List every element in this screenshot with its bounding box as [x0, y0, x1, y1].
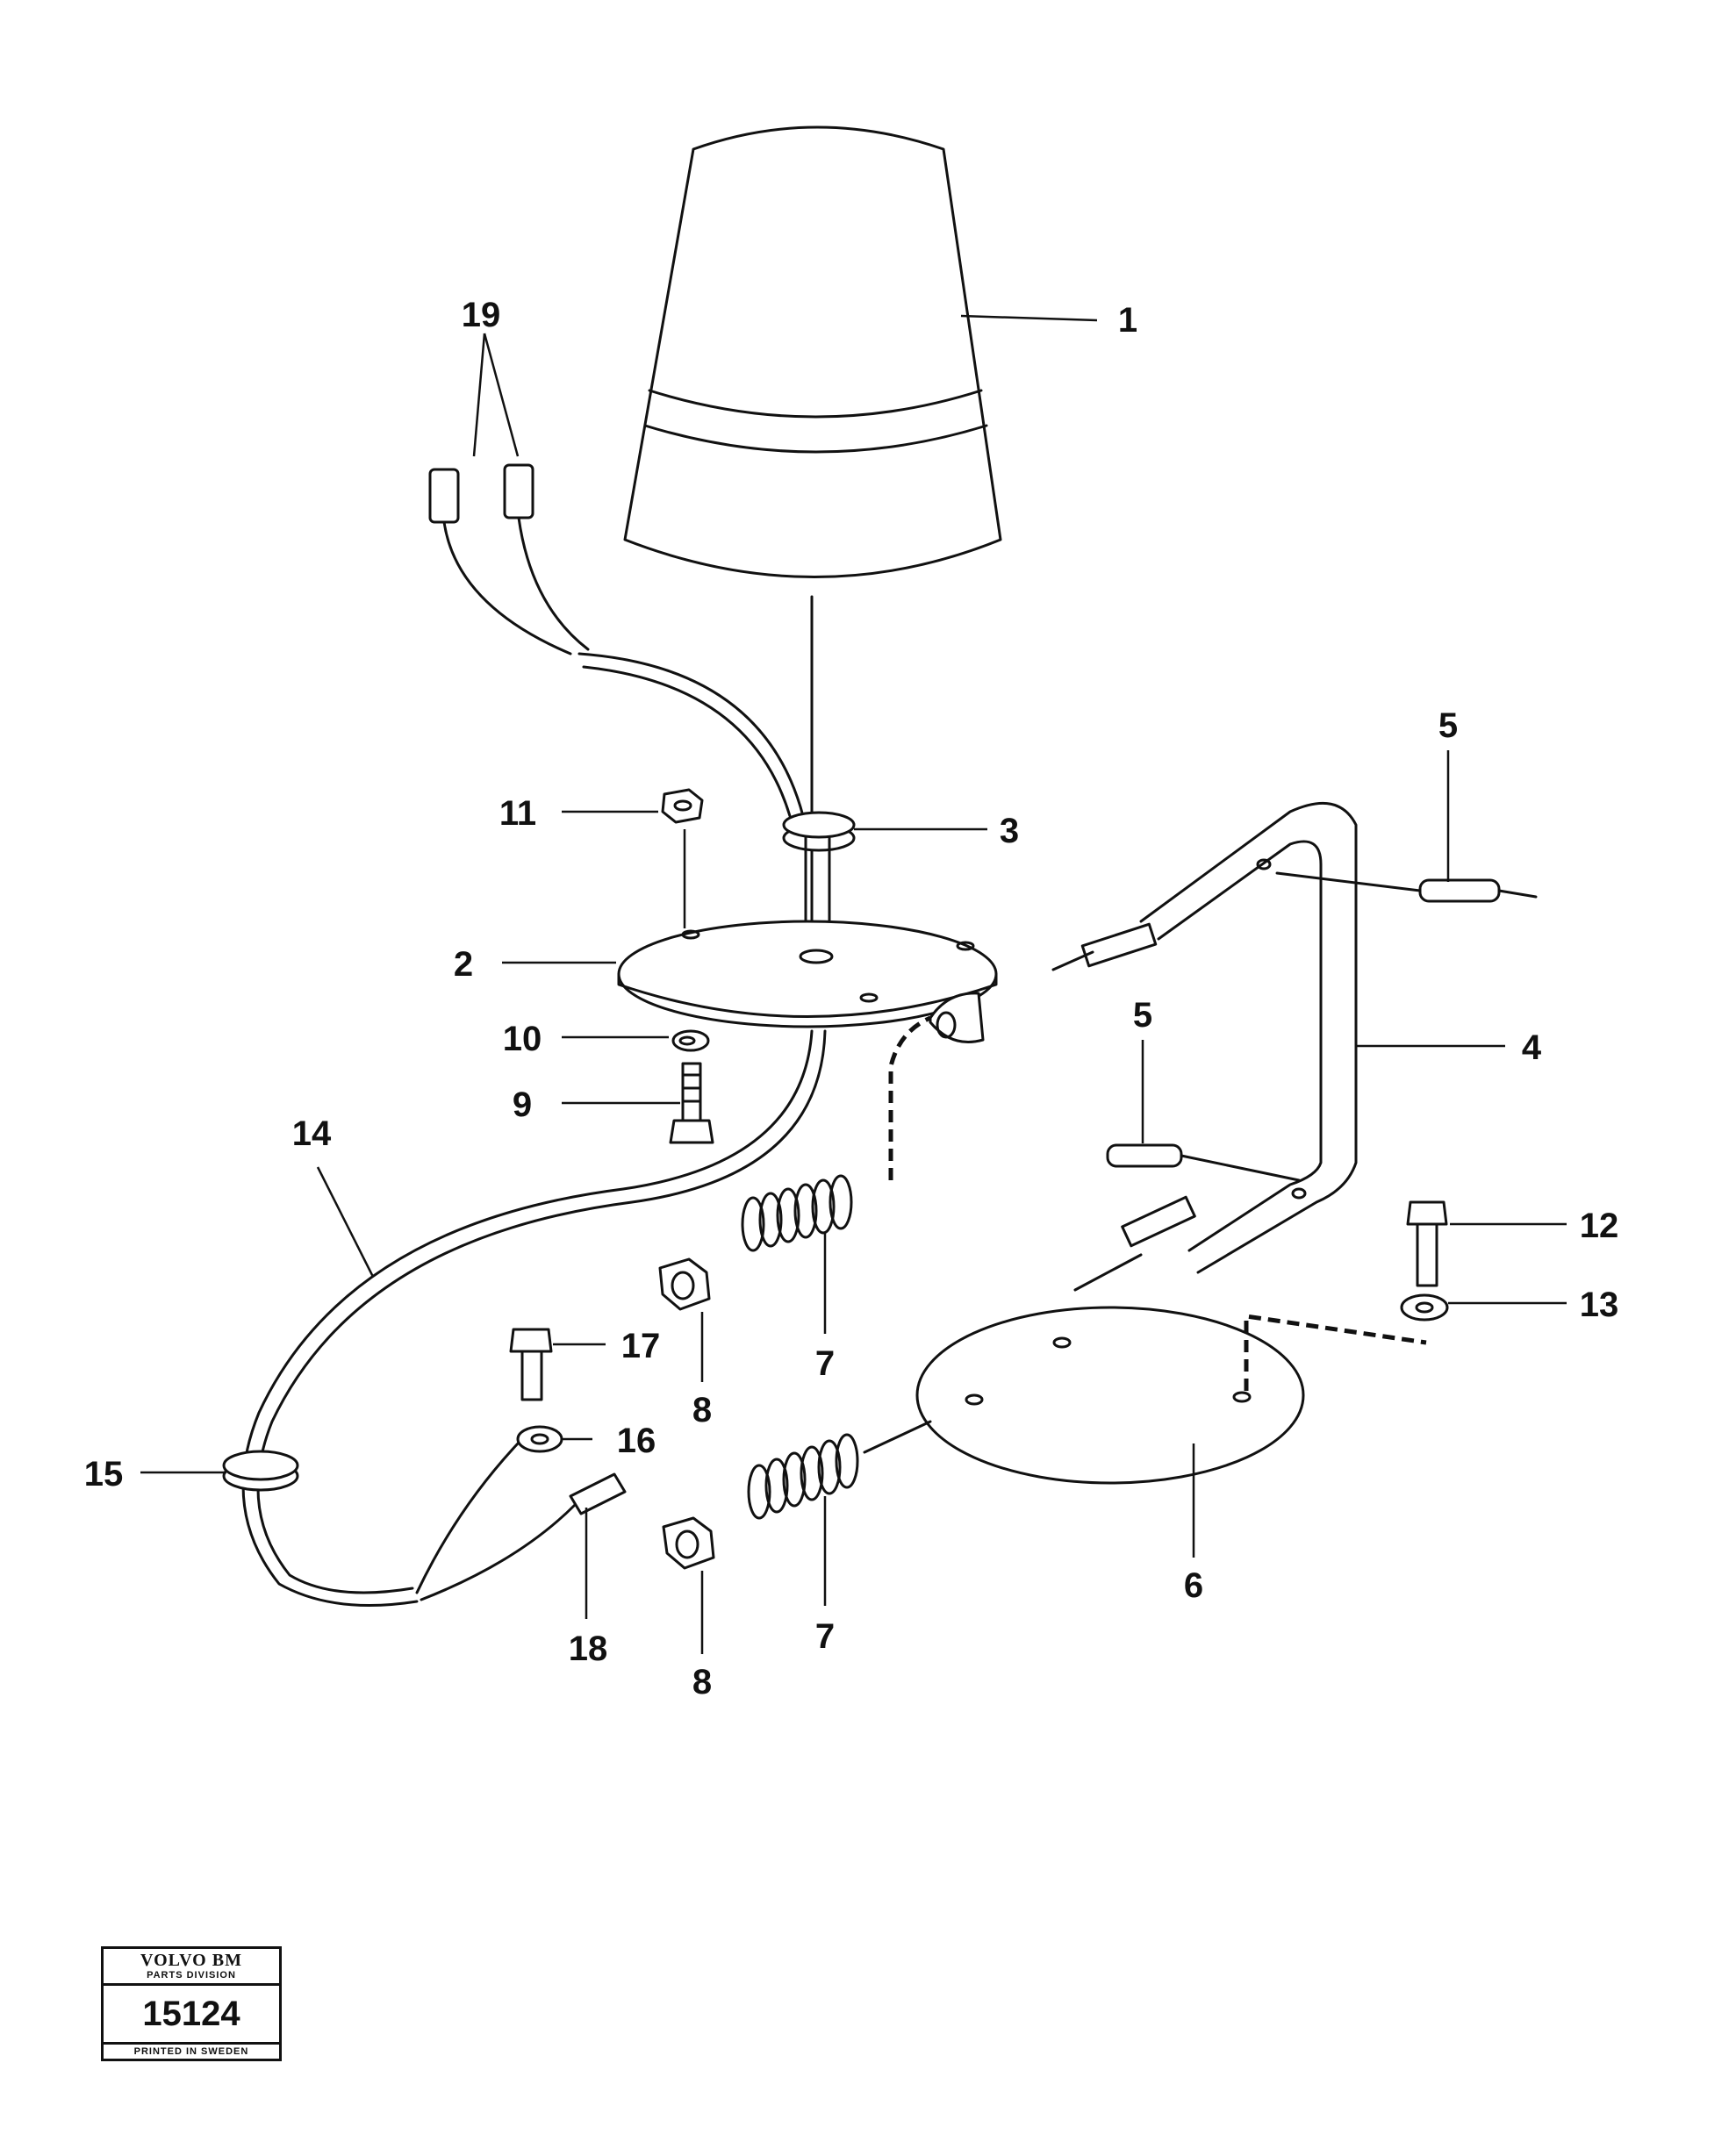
mounting-bracket	[1051, 801, 1358, 1292]
callout-15: 15	[84, 1455, 124, 1494]
ground-lead	[415, 1328, 627, 1601]
callout-5-lower: 5	[1133, 996, 1152, 1035]
nut-upper	[658, 1257, 711, 1311]
stamp-brand: VOLVO BM	[140, 1951, 242, 1970]
callout-7-lower: 7	[815, 1617, 835, 1656]
callout-3: 3	[1000, 812, 1019, 850]
leader-lines	[140, 314, 1567, 1654]
hex-nut-small	[661, 788, 704, 928]
grommet	[782, 811, 856, 958]
callout-6: 6	[1184, 1566, 1203, 1605]
callout-4: 4	[1522, 1028, 1542, 1067]
pin-lower	[1106, 1143, 1301, 1182]
callout-12: 12	[1580, 1207, 1619, 1245]
callout-18: 18	[569, 1630, 608, 1668]
cable	[241, 1029, 827, 1607]
callout-14: 14	[292, 1114, 332, 1153]
callout-7-upper: 7	[815, 1344, 835, 1383]
callout-2: 2	[454, 945, 473, 984]
callout-19: 19	[462, 296, 501, 334]
stamp-division: PARTS DIVISION	[104, 1970, 279, 1986]
lower-plate	[915, 1306, 1427, 1485]
callout-11: 11	[499, 794, 536, 833]
pin-upper	[1275, 871, 1538, 903]
nut-lower	[662, 1516, 715, 1570]
stamp-printed: PRINTED IN SWEDEN	[133, 2046, 249, 2057]
callout-10: 10	[503, 1020, 542, 1058]
spring-upper	[741, 1015, 932, 1252]
spring-lower	[747, 1420, 932, 1520]
callout-16: 16	[617, 1422, 656, 1460]
callout-17: 17	[621, 1327, 661, 1365]
bolt-9	[669, 1062, 714, 1144]
bolt-12	[1406, 1200, 1448, 1287]
callout-1: 1	[1118, 301, 1137, 340]
volvo-parts-stamp: VOLVO BM PARTS DIVISION 15124 PRINTED IN…	[101, 1946, 282, 2061]
callout-8-upper: 8	[692, 1391, 712, 1429]
wire-terminals	[428, 463, 805, 818]
lock-washer	[671, 1029, 710, 1052]
callout-5-upper: 5	[1438, 706, 1458, 745]
callout-13: 13	[1580, 1286, 1619, 1324]
cable-grommet	[222, 1450, 299, 1492]
callout-9: 9	[513, 1085, 532, 1124]
stamp-number: 15124	[104, 1986, 279, 2045]
callout-8-lower: 8	[692, 1663, 712, 1701]
beacon-lamp-dome	[623, 125, 1002, 985]
lock-washer-13	[1400, 1293, 1449, 1322]
base-plate	[617, 920, 998, 1043]
